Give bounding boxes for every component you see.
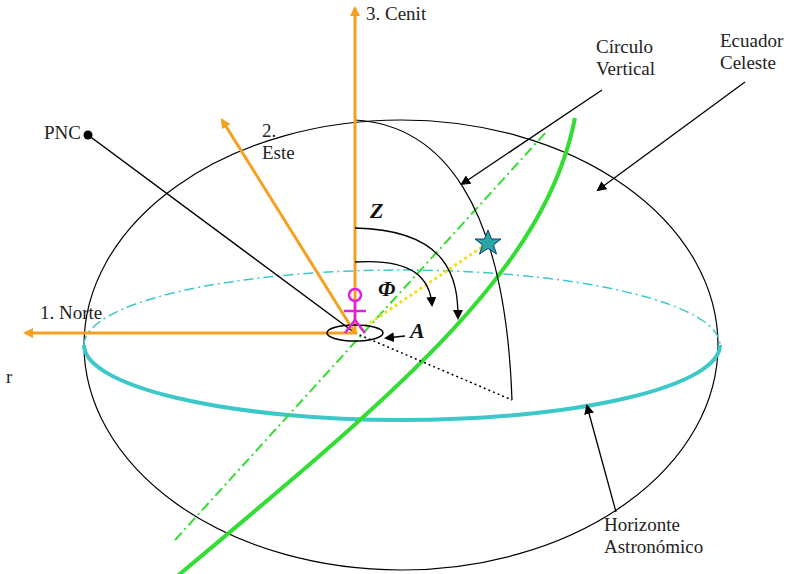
angle-symbol: Φ bbox=[378, 276, 395, 301]
callout-label: Horizonte Astronómico bbox=[604, 514, 734, 558]
zenith-axis bbox=[354, 8, 357, 333]
east-axis bbox=[222, 120, 355, 333]
angle-symbol: A bbox=[410, 318, 425, 343]
axis-label: 2. Este bbox=[262, 120, 306, 164]
star bbox=[475, 230, 501, 254]
leader-line bbox=[587, 406, 616, 512]
north-axis bbox=[25, 332, 355, 335]
pole-axis bbox=[88, 135, 355, 333]
edge-fragment: r bbox=[6, 366, 12, 388]
azimuth-loop bbox=[327, 325, 383, 341]
celestial-sphere bbox=[84, 120, 718, 570]
zenith-angle-arc bbox=[355, 228, 458, 318]
pole-dot bbox=[84, 131, 93, 140]
axis-label: 3. Cenit bbox=[366, 3, 426, 25]
celestial-equator bbox=[175, 118, 575, 574]
azimuth-pointer bbox=[386, 336, 405, 338]
equator-axis bbox=[175, 130, 548, 540]
phi-angle-arc bbox=[355, 262, 432, 305]
vertical-circle bbox=[355, 120, 512, 400]
angle-symbol: Z bbox=[370, 198, 383, 223]
callout-label: Ecuador Celeste bbox=[720, 30, 792, 74]
observer-figure bbox=[344, 289, 366, 333]
leader-line bbox=[598, 82, 745, 190]
azimuth-line bbox=[355, 333, 512, 400]
axis-label: 1. Norte bbox=[40, 302, 102, 324]
leader-line bbox=[462, 90, 602, 184]
pole-label: PNC bbox=[44, 122, 81, 144]
callout-label: Círculo Vertical bbox=[596, 36, 692, 80]
